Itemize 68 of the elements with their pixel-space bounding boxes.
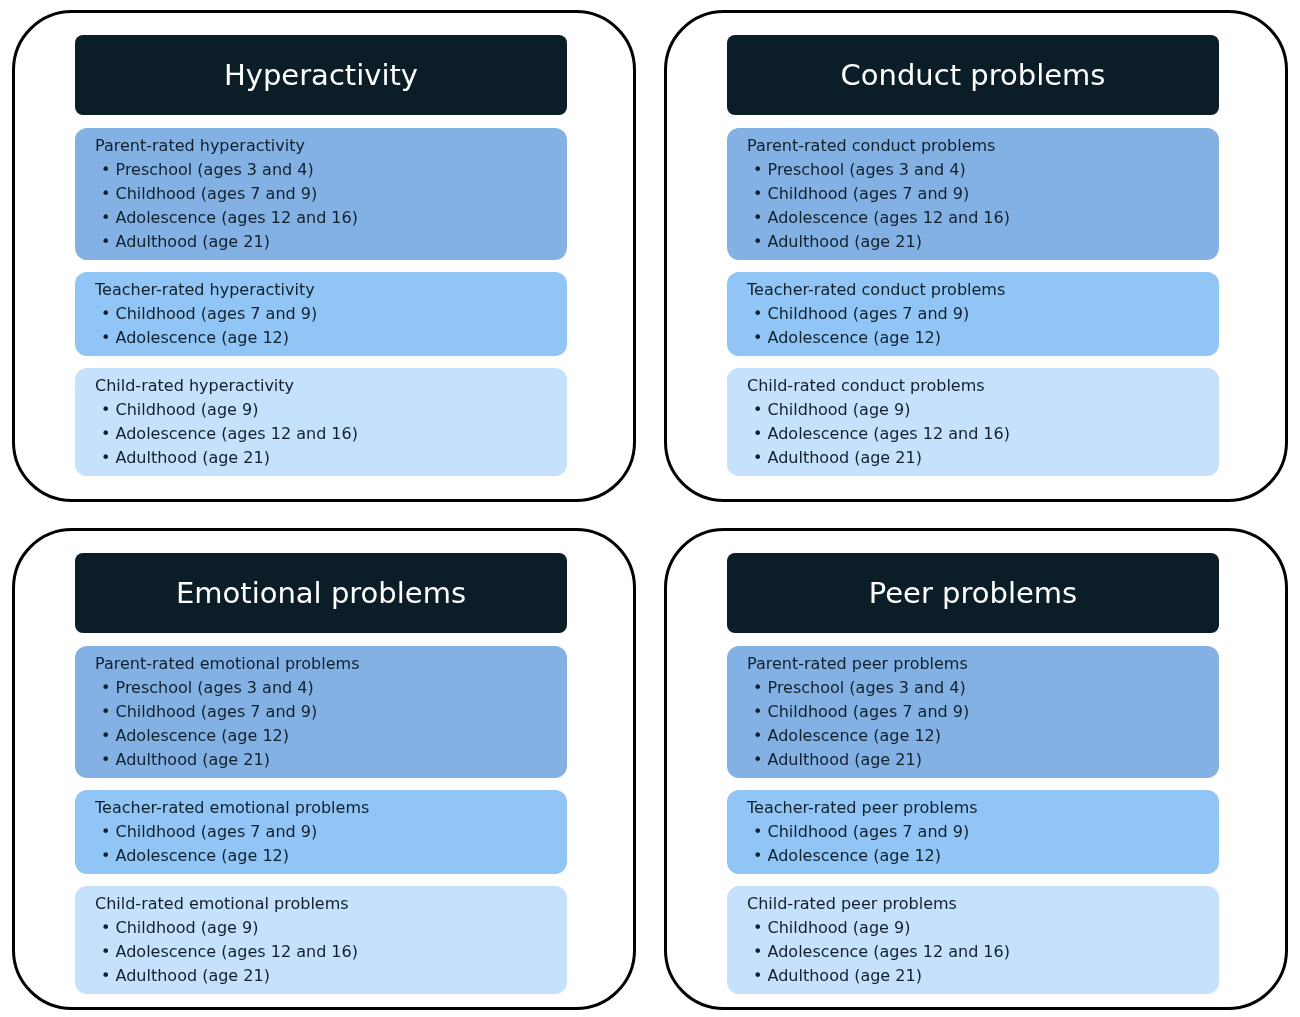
list-item: • Adulthood (age 21) — [753, 965, 923, 987]
category-box — [727, 886, 1219, 994]
list-item: • Adolescence (ages 12 and 16) — [101, 423, 359, 445]
list-item: • Adulthood (age 21) — [101, 231, 271, 253]
list-item: • Preschool (ages 3 and 4) — [101, 159, 315, 181]
category-box — [75, 272, 567, 356]
list-item: • Childhood (ages 7 and 9) — [753, 821, 971, 843]
category-box — [727, 272, 1219, 356]
list-item: • Adolescence (ages 12 and 16) — [101, 207, 359, 229]
title-banner: Hyperactivity — [75, 35, 567, 115]
list-item: • Childhood (ages 7 and 9) — [101, 303, 319, 325]
list-item: • Adulthood (age 21) — [753, 749, 923, 771]
box-heading: Parent-rated emotional problems — [95, 653, 360, 675]
list-item: • Childhood (age 9) — [753, 399, 912, 421]
box-heading: Child-rated conduct problems — [747, 375, 985, 397]
list-item: • Adulthood (age 21) — [101, 965, 271, 987]
list-item: • Preschool (ages 3 and 4) — [753, 159, 967, 181]
title-banner: Conduct problems — [727, 35, 1219, 115]
list-item: • Adolescence (age 12) — [753, 327, 942, 349]
category-box — [727, 128, 1219, 260]
rounded-panel — [12, 528, 636, 1010]
list-item: • Childhood (age 9) — [753, 917, 912, 939]
box-heading: Parent-rated conduct problems — [747, 135, 996, 157]
category-box — [75, 128, 567, 260]
list-item: • Adolescence (age 12) — [101, 327, 290, 349]
rounded-panel — [664, 10, 1288, 502]
box-heading: Parent-rated peer problems — [747, 653, 968, 675]
category-box — [727, 646, 1219, 778]
list-item: • Adulthood (age 21) — [753, 447, 923, 469]
box-heading: Child-rated emotional problems — [95, 893, 349, 915]
list-item: • Childhood (age 9) — [101, 399, 260, 421]
category-box — [727, 368, 1219, 476]
list-item: • Adolescence (ages 12 and 16) — [101, 941, 359, 963]
box-heading: Teacher-rated conduct problems — [747, 279, 1006, 301]
category-box — [75, 646, 567, 778]
box-heading: Teacher-rated peer problems — [747, 797, 978, 819]
list-item: • Childhood (ages 7 and 9) — [753, 303, 971, 325]
list-item: • Adulthood (age 21) — [101, 447, 271, 469]
box-heading: Child-rated hyperactivity — [95, 375, 295, 397]
list-item: • Childhood (ages 7 and 9) — [101, 821, 319, 843]
list-item: • Childhood (ages 7 and 9) — [753, 701, 971, 723]
category-box — [75, 790, 567, 874]
category-box — [727, 790, 1219, 874]
category-box — [75, 368, 567, 476]
title-banner: Peer problems — [727, 553, 1219, 633]
rounded-panel — [12, 10, 636, 502]
box-heading: Teacher-rated emotional problems — [95, 797, 370, 819]
list-item: • Preschool (ages 3 and 4) — [753, 677, 967, 699]
list-item: • Childhood (ages 7 and 9) — [101, 701, 319, 723]
list-item: • Adolescence (ages 12 and 16) — [753, 941, 1011, 963]
box-heading: Parent-rated hyperactivity — [95, 135, 305, 157]
list-item: • Adolescence (ages 12 and 16) — [753, 207, 1011, 229]
list-item: • Preschool (ages 3 and 4) — [101, 677, 315, 699]
category-box — [75, 886, 567, 994]
list-item: • Adulthood (age 21) — [101, 749, 271, 771]
list-item: • Childhood (ages 7 and 9) — [101, 183, 319, 205]
list-item: • Adolescence (ages 12 and 16) — [753, 423, 1011, 445]
box-heading: Child-rated peer problems — [747, 893, 957, 915]
list-item: • Adolescence (age 12) — [753, 725, 942, 747]
list-item: • Adolescence (age 12) — [101, 725, 290, 747]
list-item: • Adolescence (age 12) — [101, 845, 290, 867]
list-item: • Childhood (ages 7 and 9) — [753, 183, 971, 205]
title-banner: Emotional problems — [75, 553, 567, 633]
list-item: • Childhood (age 9) — [101, 917, 260, 939]
list-item: • Adulthood (age 21) — [753, 231, 923, 253]
box-heading: Teacher-rated hyperactivity — [95, 279, 315, 301]
rounded-panel — [664, 528, 1288, 1010]
list-item: • Adolescence (age 12) — [753, 845, 942, 867]
